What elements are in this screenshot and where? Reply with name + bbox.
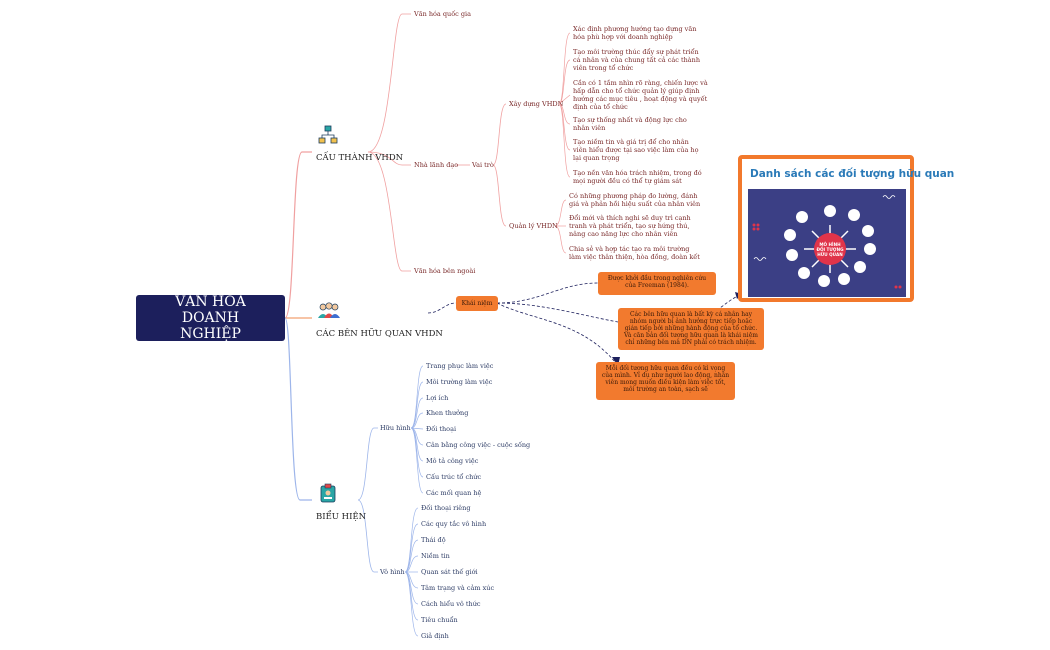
node-van-hoa-quoc-gia[interactable]: Văn hóa quốc gia — [414, 10, 472, 18]
branch-ben-huu-quan[interactable]: CÁC BÊN HỮU QUAN VHDN — [316, 329, 443, 339]
branch-bieu-hien[interactable]: BIỂU HIỆN — [316, 512, 367, 522]
note-expectation-text: Mỗi đối tượng hữu quan đều có kì vọng củ… — [601, 365, 730, 393]
vo-hinh-item[interactable]: Các quy tắc vô hình — [421, 520, 487, 528]
note-freeman-text: Được khởi đầu trong nghiên cứu của Freem… — [607, 275, 707, 289]
note-definition[interactable]: Các bên hữu quan là bất kỳ cá nhân hay n… — [618, 308, 764, 350]
id-badge-icon — [320, 483, 336, 507]
svg-text:MÔ HÌNH: MÔ HÌNH — [819, 242, 841, 247]
xay-dung-item[interactable]: Tạo nền văn hóa trách nhiệm, trong đó mọ… — [573, 169, 702, 185]
vo-hinh-item[interactable]: Tâm trạng và cảm xúc — [421, 584, 495, 592]
xay-dung-item[interactable]: Cần có 1 tầm nhìn rõ ràng, chiến lược và… — [573, 79, 708, 111]
vo-hinh-item[interactable]: Quan sát thế giới — [421, 568, 478, 576]
node-nha-lanh-dao[interactable]: Nhà lãnh đạo — [414, 161, 459, 169]
root-title: VĂN HÓA DOANH NGHIỆP — [175, 294, 246, 342]
node-huu-hinh[interactable]: Hữu hình — [380, 424, 411, 432]
xay-dung-item[interactable]: Xác định phương hướng tạo dựng văn hóa p… — [573, 25, 697, 41]
svg-text:HỮU QUAN: HỮU QUAN — [817, 252, 843, 257]
huu-hinh-item[interactable]: Trang phục làm việc — [426, 362, 494, 370]
stakeholder-model-illustration: MÔ HÌNH ĐỐI TƯỢNG HỮU QUAN — [748, 189, 906, 297]
node-van-hoa-ben-ngoai[interactable]: Văn hóa bên ngoài — [414, 267, 476, 275]
quan-ly-item[interactable]: Đổi mới và thích nghi sẽ duy trì cạnh tr… — [569, 214, 691, 238]
vo-hinh-item[interactable]: Cách hiểu vô thức — [421, 600, 481, 608]
huu-hinh-item[interactable]: Lợi ích — [426, 394, 449, 402]
root-topic[interactable]: VĂN HÓA DOANH NGHIỆP — [136, 294, 285, 342]
node-vo-hinh[interactable]: Vô hình — [380, 568, 405, 576]
huu-hinh-item[interactable]: Khen thưởng — [426, 409, 469, 417]
note-expectation[interactable]: Mỗi đối tượng hữu quan đều có kì vọng củ… — [596, 362, 735, 400]
node-vai-tro[interactable]: Vai trò — [472, 161, 494, 169]
quan-ly-item[interactable]: Chia sẻ và hợp tác tạo ra môi trường làm… — [569, 245, 700, 261]
vo-hinh-item[interactable]: Đối thoại riêng — [421, 504, 471, 512]
vo-hinh-item[interactable]: Thái độ — [421, 536, 446, 544]
khai-niem-label: Khái niệm — [461, 300, 493, 307]
huu-hinh-item[interactable]: Môi trường làm việc — [426, 378, 493, 386]
note-definition-text: Các bên hữu quan là bất kỳ cá nhân hay n… — [624, 311, 758, 346]
xay-dung-item[interactable]: Tạo niềm tin và giá trị để cho nhân viên… — [573, 138, 699, 162]
xay-dung-item[interactable]: Tạo sự thống nhất và động lực cho nhân v… — [573, 116, 687, 132]
quan-ly-item[interactable]: Có những phương pháp đo lường, đánh giá … — [569, 192, 701, 208]
stakeholder-image[interactable]: Danh sách các đối tượng hữu quan MÔ HÌNH… — [738, 155, 954, 302]
svg-text:ĐỐI TƯỢNG: ĐỐI TƯỢNG — [816, 247, 844, 252]
vo-hinh-item[interactable]: Niềm tin — [421, 552, 450, 560]
branch-cau-thanh[interactable]: CẤU THÀNH VHDN — [316, 153, 404, 163]
huu-hinh-item[interactable]: Đối thoại — [426, 425, 457, 433]
huu-hinh-item[interactable]: Cân bằng công việc - cuộc sống — [426, 441, 531, 449]
node-khai-niem[interactable]: Khái niệm — [456, 296, 498, 311]
huu-hinh-item[interactable]: Cấu trúc tổ chức — [426, 473, 482, 481]
image-title: Danh sách các đối tượng hữu quan — [750, 168, 955, 180]
xay-dung-item[interactable]: Tạo môi trường thúc đẩy sự phát triển cá… — [573, 48, 701, 72]
vo-hinh-item[interactable]: Tiêu chuẩn — [421, 616, 458, 624]
huu-hinh-item[interactable]: Các mối quan hệ — [426, 489, 482, 497]
huu-hinh-item[interactable]: Mô tả công việc — [426, 457, 479, 465]
node-xay-dung[interactable]: Xây dựng VHDN — [509, 100, 564, 108]
vo-hinh-item[interactable]: Giả định — [421, 632, 449, 640]
node-quan-ly[interactable]: Quản lý VHDN — [509, 222, 558, 230]
people-group-icon — [317, 302, 341, 324]
org-chart-icon — [318, 125, 338, 149]
note-freeman[interactable]: Được khởi đầu trong nghiên cứu của Freem… — [598, 272, 716, 295]
